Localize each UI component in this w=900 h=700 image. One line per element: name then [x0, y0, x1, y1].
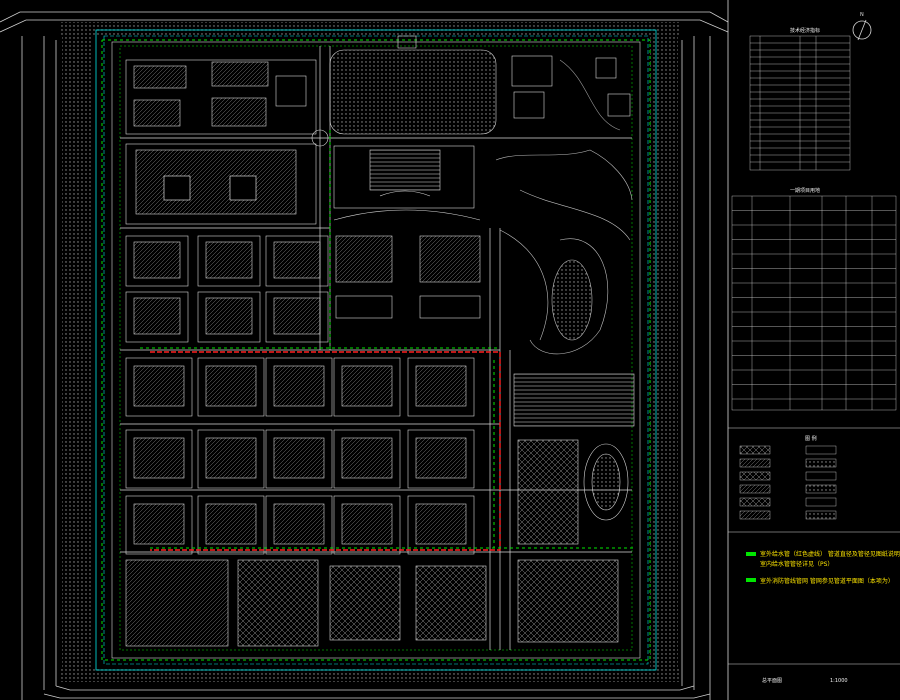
- block-building: [133, 241, 181, 279]
- legend-symbol: [739, 445, 771, 455]
- legend-swatch-green-2: [746, 578, 756, 582]
- bottom-buildings: [125, 559, 619, 647]
- legend-symbol: [805, 471, 837, 481]
- block-outline: [125, 291, 189, 343]
- right-panel: N 技术经济指标 一期项目用地 图 例 室外给水管（红色虚线） 管道直径及管径见…: [727, 0, 900, 700]
- block-outline: [125, 235, 189, 287]
- block-outline: [197, 495, 265, 555]
- legend-item1-line2: 室内给水管管径详见（PS）: [760, 560, 833, 568]
- block-building: [341, 437, 393, 479]
- block-outline: [333, 429, 401, 489]
- block-building: [415, 437, 467, 479]
- block-building: [273, 297, 321, 335]
- block-building: [205, 503, 257, 545]
- legend-symbol: [739, 497, 771, 507]
- block-outline: [125, 357, 193, 417]
- block-building: [341, 503, 393, 545]
- block-building: [133, 365, 185, 407]
- parking-area: [513, 373, 635, 427]
- residential-blocks: [125, 235, 475, 555]
- middle-buildings: [335, 235, 481, 319]
- block-building: [205, 365, 257, 407]
- block-outline: [407, 357, 475, 417]
- building-block-second-left: [125, 143, 317, 225]
- legend-symbol: [805, 445, 837, 455]
- legend-item2-line1: 室外消防管线管网 管网参见管道平面图（本项为）: [760, 577, 894, 585]
- main-building: [333, 145, 481, 221]
- block-building: [205, 297, 253, 335]
- title-block: 总平面图 1:1000: [728, 663, 900, 684]
- legend-symbol: [739, 510, 771, 520]
- legend-swatch-green-1: [746, 552, 756, 556]
- block-outline: [407, 495, 475, 555]
- drawing-scale: 1:1000: [830, 678, 848, 684]
- pipeline-legend: 室外给水管（红色虚线） 管道直径及管径见图纸说明（本项为） 室内给水管管径详见（…: [746, 550, 900, 585]
- table2-title: 一期项目用地: [790, 187, 820, 194]
- block-building: [205, 437, 257, 479]
- legend-symbol: [805, 458, 837, 468]
- block-outline: [265, 357, 333, 417]
- block-outline: [333, 357, 401, 417]
- block-outline: [125, 429, 193, 489]
- legend-symbol: [805, 497, 837, 507]
- block-outline: [197, 357, 265, 417]
- block-building: [133, 503, 185, 545]
- table2-frame: [731, 195, 897, 411]
- green-fire-pipeline: [101, 39, 651, 661]
- block-outline: [333, 495, 401, 555]
- block-building: [273, 503, 325, 545]
- legend-symbol: [739, 484, 771, 494]
- block-building: [341, 365, 393, 407]
- block-outline: [265, 429, 333, 489]
- block-outline: [125, 495, 193, 555]
- block-building: [205, 241, 253, 279]
- legend-symbol: [805, 510, 837, 520]
- block-outline: [407, 429, 475, 489]
- land-use-table: 一期项目用地: [731, 187, 897, 411]
- block-building: [415, 365, 467, 407]
- legend-symbol: [805, 484, 837, 494]
- sports-courts: [511, 55, 631, 131]
- block-building: [133, 437, 185, 479]
- site-boundary: [95, 29, 657, 671]
- legend-item1-line1: 室外给水管（红色虚线） 管道直径及管径见图纸说明（本项为）: [760, 550, 900, 558]
- perimeter-green-belt: [60, 22, 680, 682]
- block-building: [133, 297, 181, 335]
- red-water-pipeline: [150, 351, 501, 551]
- outer-roads: [0, 11, 729, 700]
- block-outline: [197, 235, 261, 287]
- entrance-gate: [311, 35, 417, 147]
- block-outline: [197, 429, 265, 489]
- central-oval-plaza: [329, 49, 497, 135]
- block-building: [273, 241, 321, 279]
- block-outline: [265, 495, 333, 555]
- block-outline: [265, 291, 329, 343]
- sports-stadium: [517, 439, 629, 545]
- block-outline: [197, 291, 261, 343]
- legend-panel: 图 例: [728, 427, 900, 533]
- north-label: N: [860, 12, 864, 18]
- drawing-title: 总平面图: [762, 677, 782, 684]
- landscape-area: [495, 149, 633, 355]
- north-arrow-icon: N: [852, 12, 872, 41]
- block-building: [415, 503, 467, 545]
- block-building: [273, 365, 325, 407]
- block-outline: [265, 235, 329, 287]
- legend-title: 图 例: [805, 435, 817, 442]
- block-building: [273, 437, 325, 479]
- legend-symbol: [739, 458, 771, 468]
- legend-symbol: [739, 471, 771, 481]
- building-block-top-left: [125, 59, 317, 135]
- economic-indicator-table: 技术经济指标: [749, 27, 851, 171]
- table1-title: 技术经济指标: [790, 27, 820, 34]
